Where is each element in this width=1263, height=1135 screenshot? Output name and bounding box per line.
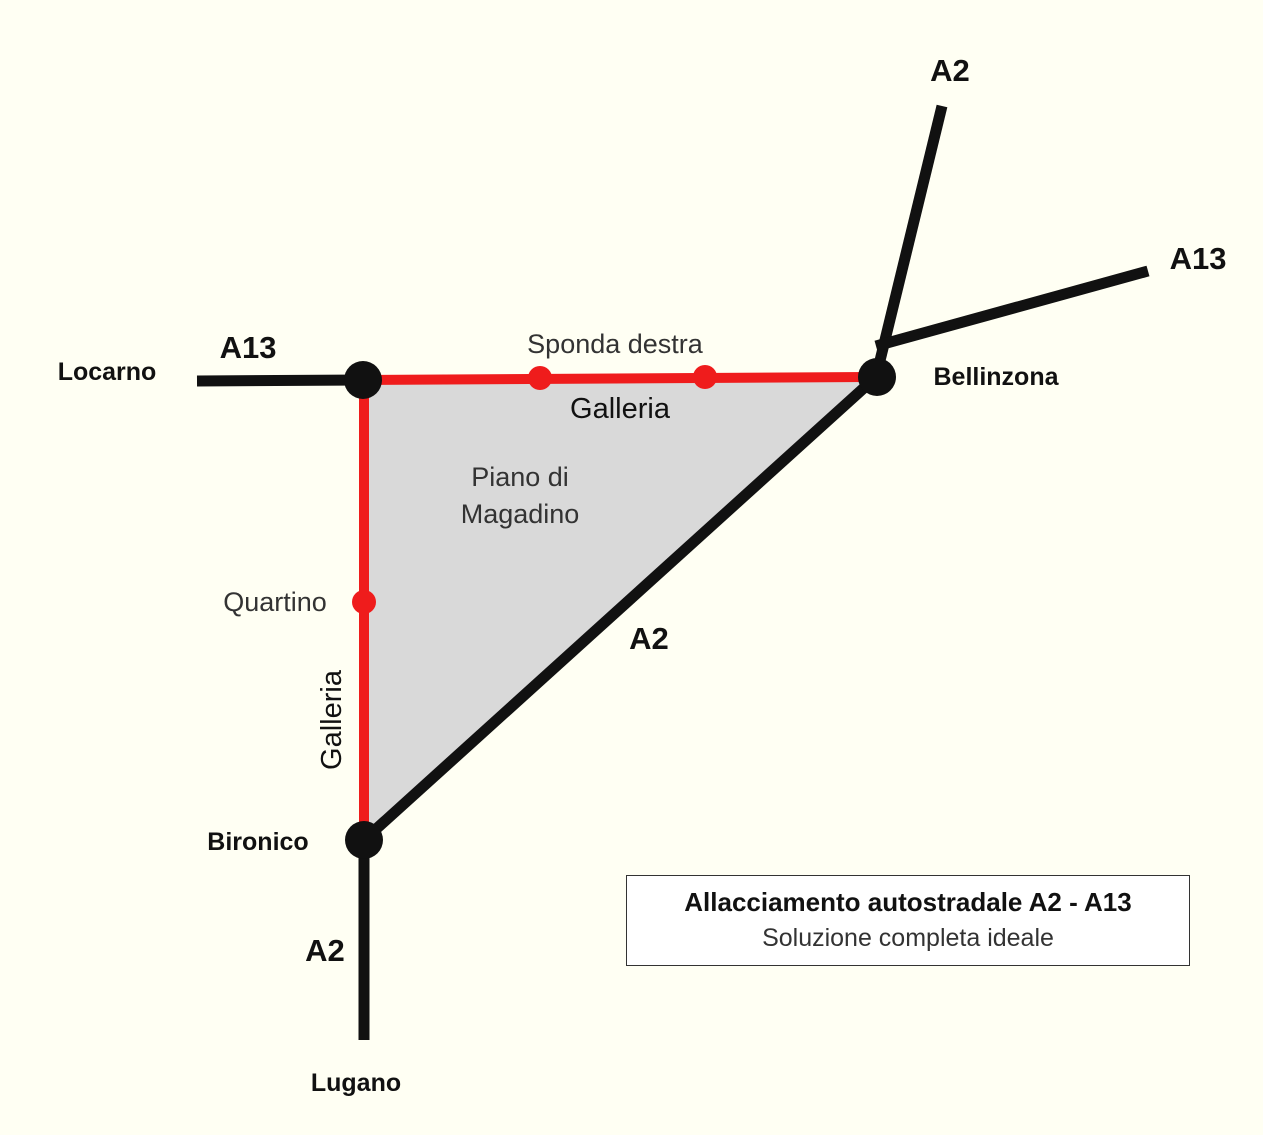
a13-east-label: A13 bbox=[1170, 241, 1227, 276]
galleria-vertical-label: Galleria bbox=[316, 669, 348, 770]
sponda-destra-label: Sponda destra bbox=[527, 329, 704, 359]
galleria-top-label: Galleria bbox=[570, 393, 671, 425]
a13-east-segment bbox=[874, 265, 1150, 352]
piano-label-line1: Piano di bbox=[471, 462, 569, 492]
sponda-destra-tunnel bbox=[363, 372, 869, 385]
tunnel-portal-west-marker bbox=[528, 366, 552, 390]
a2-north-label: A2 bbox=[930, 53, 970, 88]
junction-locarno-node bbox=[344, 361, 382, 399]
quartino-label: Quartino bbox=[223, 587, 327, 617]
legend-subtitle: Soluzione completa ideale bbox=[762, 924, 1054, 952]
a2-north-segment bbox=[870, 104, 948, 379]
legend-box: Allacciamento autostradale A2 - A13 Solu… bbox=[626, 875, 1190, 966]
legend-title: Allacciamento autostradale A2 - A13 bbox=[684, 887, 1132, 917]
lugano-label: Lugano bbox=[311, 1069, 401, 1097]
junction-bironico-node bbox=[345, 821, 383, 859]
a2-south-label: A2 bbox=[305, 933, 345, 968]
a13-locarno-segment bbox=[196, 374, 365, 387]
locarno-label: Locarno bbox=[58, 358, 157, 386]
a13-west-label: A13 bbox=[220, 330, 277, 365]
tunnel-portal-east-marker bbox=[693, 365, 717, 389]
a2-diagonal-segment bbox=[360, 372, 880, 845]
quartino-marker bbox=[352, 590, 376, 614]
junction-bellinzona-node bbox=[858, 358, 896, 396]
piano-label-line2: Magadino bbox=[461, 499, 580, 529]
bironico-label: Bironico bbox=[207, 828, 308, 856]
bellinzona-label: Bellinzona bbox=[933, 363, 1059, 391]
a2-diagonal-label: A2 bbox=[629, 621, 669, 656]
